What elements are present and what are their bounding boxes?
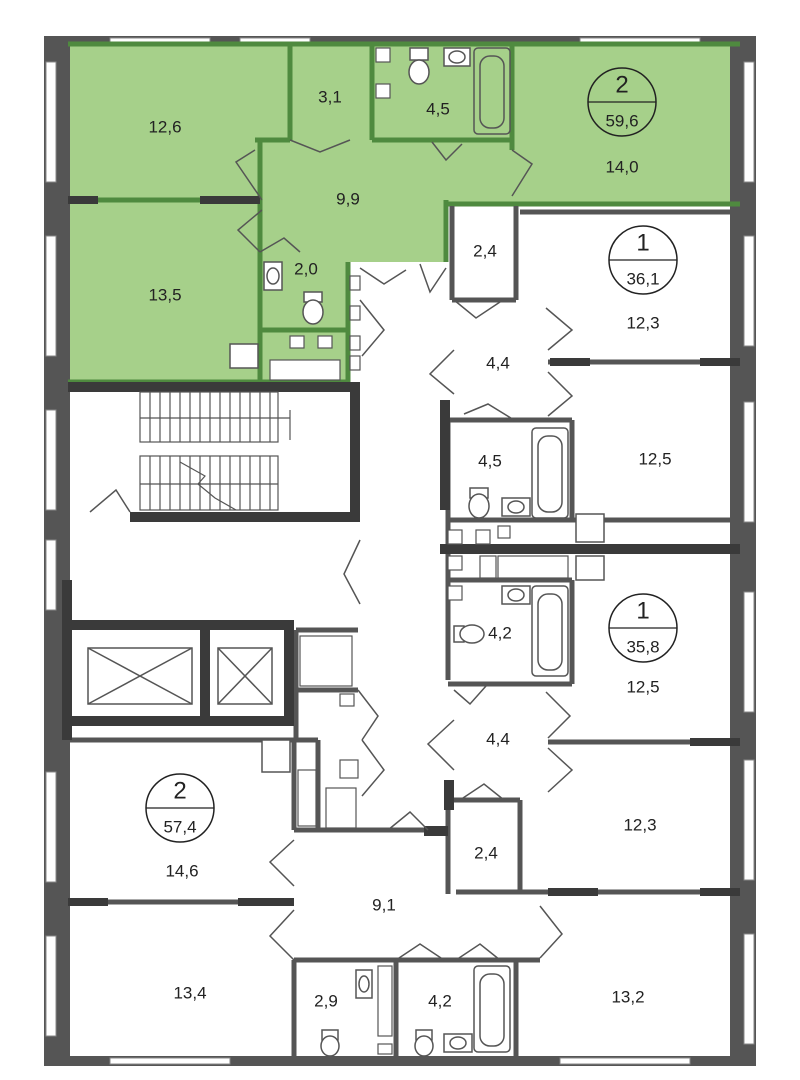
- badge-area: 57,4: [163, 817, 196, 836]
- room-area-label: 2,0: [294, 259, 318, 278]
- storage-icon: [269, 47, 569, 1055]
- badge-area: 35,8: [626, 637, 659, 656]
- room-area-label: 9,1: [372, 895, 396, 914]
- apartment-badge[interactable]: 2 57,4: [145, 773, 215, 843]
- badge-rooms: 1: [636, 229, 649, 256]
- badge-rooms: 2: [173, 777, 186, 804]
- room-area-label: 14,0: [605, 157, 638, 176]
- bathtub-icon: [473, 47, 569, 1053]
- sink-icon: [229, 47, 605, 1053]
- apartment-badge[interactable]: 1 35,8: [608, 593, 678, 663]
- room-area-label: 4,5: [426, 99, 450, 118]
- toilet-icon: [302, 47, 490, 1057]
- room-area-label: 2,9: [314, 991, 338, 1010]
- room-area-label: 12,3: [626, 313, 659, 332]
- badge-rooms: 1: [636, 597, 649, 624]
- room-area-label: 13,5: [148, 285, 181, 304]
- room-area-label: 12,5: [626, 677, 659, 696]
- badge-area: 59,6: [605, 111, 638, 130]
- room-area-label: 3,1: [318, 87, 342, 106]
- wall-piers: [68, 196, 740, 906]
- elevator-icon: [87, 647, 273, 705]
- apartment-badge[interactable]: 1 36,1: [608, 225, 678, 295]
- window-icon: [45, 37, 755, 1065]
- highlighted-apartment[interactable]: [68, 44, 740, 382]
- room-area-label: 4,5: [478, 451, 502, 470]
- room-area-label: 14,6: [165, 861, 198, 880]
- room-area-label: 13,2: [611, 987, 644, 1006]
- badge-rooms: 2: [615, 71, 628, 98]
- room-area-label: 4,2: [428, 991, 452, 1010]
- room-area-label: 12,3: [623, 815, 656, 834]
- badge-area: 36,1: [626, 269, 659, 288]
- core-walls: [62, 382, 740, 740]
- room-area-label: 4,2: [488, 623, 512, 642]
- room-area-label: 9,9: [336, 189, 360, 208]
- room-area-label: 13,4: [173, 983, 206, 1002]
- room-area-label: 2,4: [473, 241, 497, 260]
- door-icon: [89, 139, 574, 961]
- room-area-label: 4,4: [486, 729, 510, 748]
- room-area-label: 12,6: [148, 117, 181, 136]
- staircase-icon: [139, 391, 291, 511]
- room-area-label: 4,4: [486, 353, 510, 372]
- room-area-label: 12,5: [638, 449, 671, 468]
- room-area-label: 2,4: [474, 843, 498, 862]
- room-area-labels: 12,6 3,1 4,5 14,0 9,9 13,5 2,0 2,4 12,3 …: [148, 87, 671, 1010]
- apartment-badge[interactable]: 2 59,6: [587, 67, 657, 137]
